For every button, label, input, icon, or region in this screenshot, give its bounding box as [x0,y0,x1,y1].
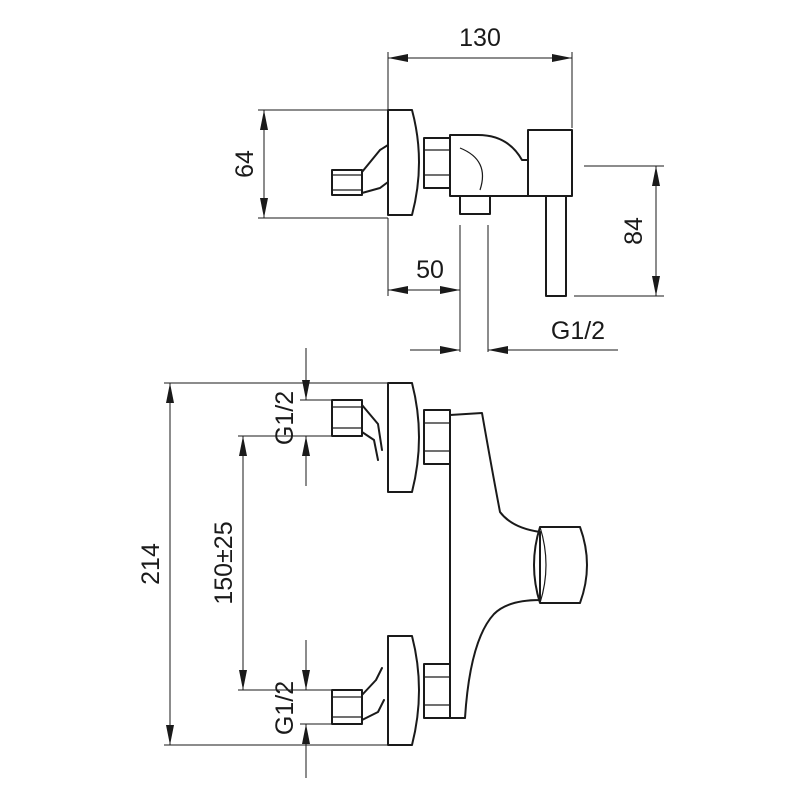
mixer-body [449,134,529,197]
upper-hex-nut [423,409,451,465]
dim-214-label: 214 [137,543,165,585]
dim-130: 130 [387,24,573,128]
dim-50-label: 50 [416,256,444,284]
front-handle-knob [533,526,588,604]
top-view: 130 64 84 50 [231,24,664,354]
dim-130-label: 130 [459,24,501,52]
eccentric-connector [331,144,389,196]
hex-nut [423,137,451,189]
upper-thread-label: G1/2 [271,391,299,445]
wall-flange [387,109,420,216]
dim-84-label: 84 [620,217,648,245]
dim-upper-thread: G1/2 [271,348,332,486]
upper-flange [387,382,420,493]
front-mixer-body [449,412,541,719]
lower-hex-nut [423,663,451,719]
lower-flange [387,635,420,746]
dim-150-label: 150±25 [210,521,238,604]
upper-eccentric [331,399,383,461]
outlet-thread-label: G1/2 [551,317,605,345]
dim-150: 150±25 [210,435,332,691]
dim-84: 84 [574,165,664,297]
dim-50: 50 [387,218,461,352]
lower-thread-label: G1/2 [271,681,299,735]
dim-64: 64 [231,109,388,219]
handle [527,129,573,297]
front-view: 214 150±25 G1/2 [137,348,588,778]
dim-64-label: 64 [231,150,259,178]
lower-eccentric [331,667,385,725]
dim-214: 214 [137,382,388,746]
dim-lower-thread: G1/2 [271,640,332,778]
outlet-nozzle [459,195,491,215]
dim-outlet-thread: G1/2 [410,225,618,354]
